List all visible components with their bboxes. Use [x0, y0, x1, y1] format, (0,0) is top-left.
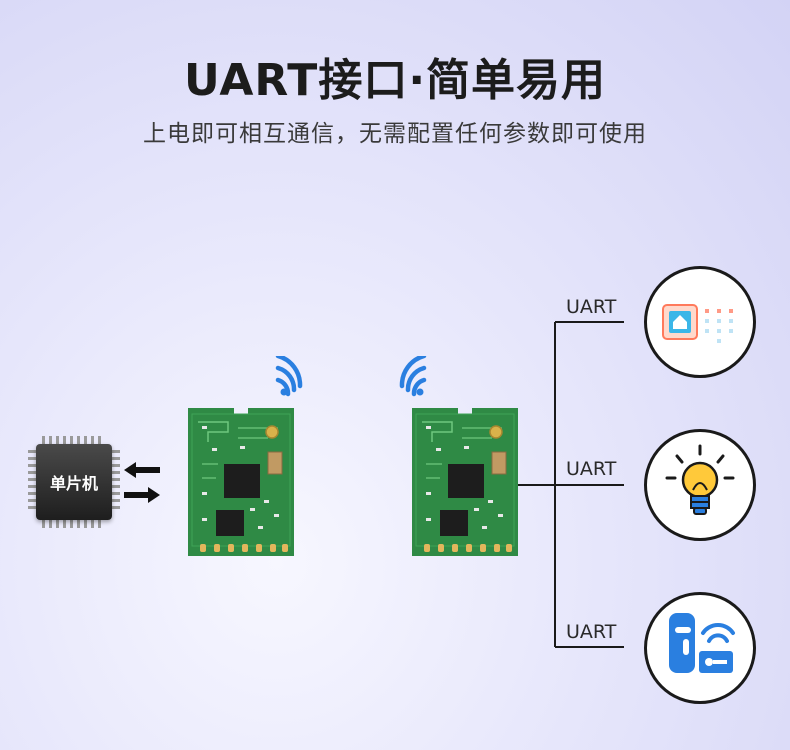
wireless-module-pcb: [188, 408, 294, 556]
smart-home-panel-icon: [662, 304, 733, 343]
page-title: UART接口·简单易用: [183, 55, 607, 106]
mcu-chip-icon: [28, 436, 120, 528]
uart-label: UART: [566, 621, 617, 643]
smart-lock-device: [644, 592, 756, 704]
uart-label: UART: [566, 458, 617, 480]
smart-light-device: [644, 429, 756, 541]
smart-lock-icon: [669, 613, 735, 673]
wifi-icon: [275, 356, 303, 397]
wifi-icon: [399, 356, 427, 397]
mcu-chip: [36, 444, 112, 520]
uart-label: UART: [566, 296, 617, 318]
wireless-module-pcb: [412, 408, 518, 556]
page-subtitle: 上电即可相互通信，无需配置任何参数即可使用: [143, 121, 647, 147]
mcu-label: 单片机: [49, 474, 98, 493]
smart-home-device: [644, 266, 756, 378]
bidirectional-arrows-icon: [124, 462, 160, 503]
light-bulb-icon: [665, 444, 735, 515]
